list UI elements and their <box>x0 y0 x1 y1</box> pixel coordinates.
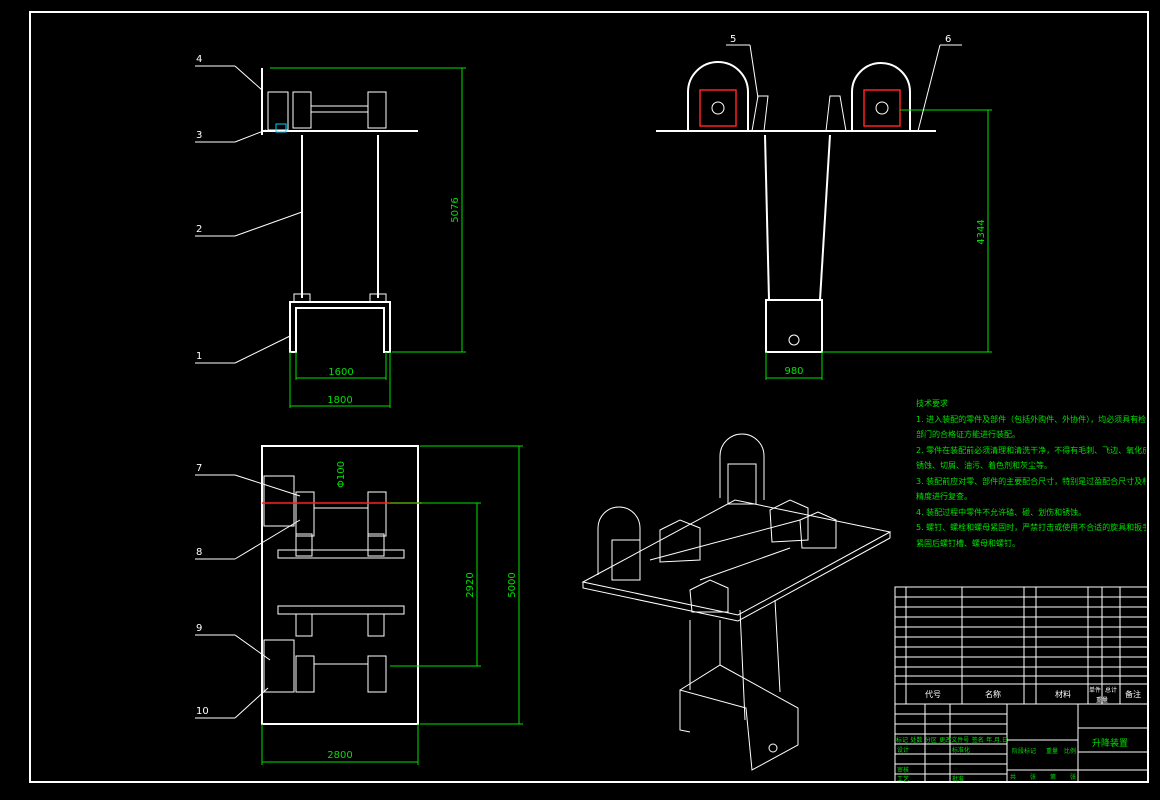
tb-total: 共 <box>1010 774 1017 781</box>
tech-line: 紧固后螺钉槽、螺母和螺钉。 <box>916 538 1020 548</box>
label-7: 7 <box>196 463 202 474</box>
tb-sheet: 张 <box>1069 774 1076 781</box>
tb-approve: 批准 <box>952 776 965 783</box>
tb-sheet-footer: 共 张 第 张 <box>1010 772 1076 781</box>
label-6: 6 <box>945 34 951 45</box>
tb-sheets: 张 <box>1029 774 1036 781</box>
tech-title: 技术要求 <box>916 399 948 408</box>
top-plate-outline <box>261 445 419 725</box>
title-block <box>894 586 1149 783</box>
tech-line: 部门的合格证方能进行装配。 <box>916 430 1020 439</box>
isometric-view <box>581 433 892 771</box>
tb-material-header: 材料 <box>1055 690 1071 699</box>
label-4: 4 <box>196 54 202 65</box>
tb-code-header: 代号 <box>925 690 941 699</box>
side-view: 4344 980 5 6 <box>656 34 992 380</box>
tb-sheet-no: 第 <box>1049 774 1056 781</box>
tb-count: 处数 <box>910 737 923 744</box>
tb-name-header: 名称 <box>985 690 1001 699</box>
iso-box <box>679 664 799 771</box>
bottom-channel <box>289 301 391 353</box>
dim-top-width: 2800 <box>327 750 352 761</box>
tb-design: 设计 <box>897 747 910 754</box>
tb-mark: 标记 <box>896 737 909 744</box>
dim-side-width: 980 <box>784 366 803 377</box>
tb-weight-single: 单件 <box>1089 687 1102 694</box>
tb-standardize: 标准化 <box>952 747 971 754</box>
tb-weight: 重量 <box>1096 697 1109 704</box>
dim-side-height: 4344 <box>976 219 987 244</box>
tech-line: 5. 螺钉、螺栓和螺母紧固时，严禁打击或使用不合适的旋具和扳手。 <box>916 523 1146 532</box>
label-3: 3 <box>196 130 202 141</box>
tb-review: 审核 <box>897 767 910 774</box>
tb-zone: 分区 <box>924 737 937 744</box>
side-box <box>765 299 823 353</box>
tb-process: 工艺 <box>897 776 910 783</box>
drawing-title: 升降装置 <box>1092 739 1129 749</box>
dim-front-inner-width: 1600 <box>328 367 353 378</box>
tb-sign: 签名 <box>971 737 984 744</box>
label-10: 10 <box>196 706 209 717</box>
tb-change-doc: 更改文件号 <box>939 737 970 744</box>
tb-scale-label: 比例 <box>1064 748 1077 755</box>
dim-top-length: 5000 <box>507 572 518 597</box>
tech-line: 1. 进入装配的零件及部件（包括外购件、外协件），均必须具有检验 <box>916 414 1146 424</box>
tb-revision-row: 标记 处数 分区 更改文件号 签名 年.月.日 <box>896 735 1008 744</box>
tb-stage-mark: 阶段标记 <box>1012 748 1037 755</box>
tb-note-header: 备注 <box>1125 690 1141 699</box>
dim-front-outer-width: 1800 <box>327 395 352 406</box>
tech-line: 锈蚀、切屑、油污、着色剂和灰尘等。 <box>916 461 1052 470</box>
tb-weight-label: 重量 <box>1046 748 1059 755</box>
tech-line: 3. 装配前应对零、部件的主要配合尺寸，特别是过盈配合尺寸及相关 <box>916 476 1146 486</box>
label-5: 5 <box>730 34 736 45</box>
bracket-left <box>687 61 749 131</box>
drawing-border <box>29 11 1149 783</box>
label-2: 2 <box>196 224 202 235</box>
label-9: 9 <box>196 623 202 634</box>
tb-date: 年.月.日 <box>986 737 1008 744</box>
tech-line: 4. 装配过程中零件不允许磕、碰、划伤和锈蚀。 <box>916 507 1087 517</box>
tb-weight-total: 总计 <box>1105 687 1118 694</box>
front-view: 5076 1600 1800 4 3 2 1 <box>195 54 466 408</box>
dim-front-height: 5076 <box>450 197 461 222</box>
technical-requirements: 技术要求 1. 进入装配的零件及部件（包括外购件、外协件），均必须具有检验 部门… <box>916 396 1146 551</box>
tech-line: 2. 零件在装配前必须清理和清洗干净，不得有毛刺、飞边、氧化皮、 <box>916 445 1146 455</box>
label-8: 8 <box>196 547 202 558</box>
bracket-right <box>851 62 911 131</box>
label-1: 1 <box>196 351 202 362</box>
dim-top-spacing: 2920 <box>465 572 476 597</box>
top-view: 5000 2920 Φ100 2800 7 8 9 10 <box>195 445 523 765</box>
tech-line: 精度进行复查。 <box>916 492 972 501</box>
dim-top-diameter: Φ100 <box>336 461 347 488</box>
